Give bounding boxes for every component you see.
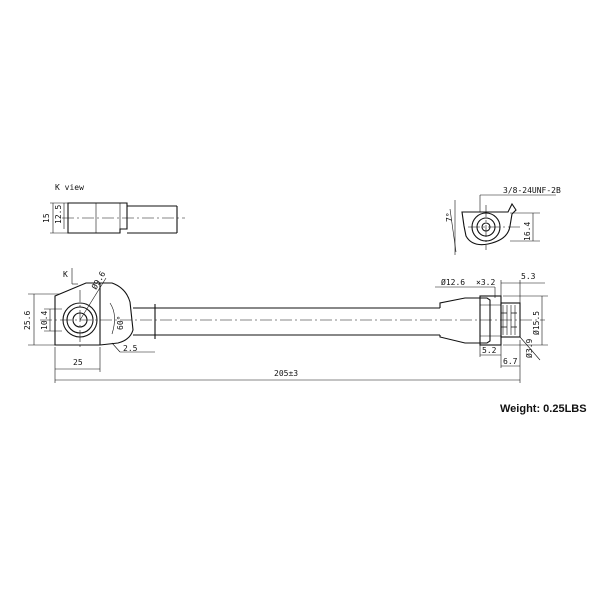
dim-16-4: 16.4 [523, 222, 532, 241]
dim-12-5: 12.5 [54, 205, 63, 224]
dim-dia-3-9: Ø3.9 [524, 339, 534, 358]
dim-6-7: 6.7 [503, 357, 518, 366]
dim-dia-15-5: Ø15.5 [531, 311, 541, 335]
dim-dia-12-6: Ø12.6 [441, 277, 465, 287]
end-view-body [461, 202, 517, 246]
k-marker: K [63, 270, 68, 279]
right-thread-end [500, 302, 521, 338]
end-view: 3/8-24UNF-2B 7° 16.4 [445, 186, 561, 255]
dim-10-4: 10.4 [40, 311, 49, 330]
dim-x-3-2: ×3.2 [476, 278, 495, 287]
k-view-label: K view [55, 183, 84, 192]
dim-angle-60: 60° [116, 316, 125, 330]
dim-5-2: 5.2 [482, 346, 497, 355]
dim-2-5: 2.5 [123, 344, 138, 353]
dim-thread: 3/8-24UNF-2B [503, 186, 561, 195]
k-view: K view 15 12.5 [42, 183, 185, 234]
dim-25: 25 [73, 358, 83, 367]
left-fitting-body [54, 282, 134, 346]
main-view: K Ø9.6 60° 25.6 [23, 268, 548, 383]
dim-205: 205±3 [274, 369, 298, 378]
right-fitting-body [439, 297, 491, 344]
dim-5-3: 5.3 [521, 272, 536, 281]
dim-angle-7: 7° [445, 212, 454, 222]
dim-15: 15 [42, 213, 51, 223]
weight-label: Weight: 0.25LBS [500, 403, 587, 415]
dim-25-6: 25.6 [23, 311, 32, 330]
